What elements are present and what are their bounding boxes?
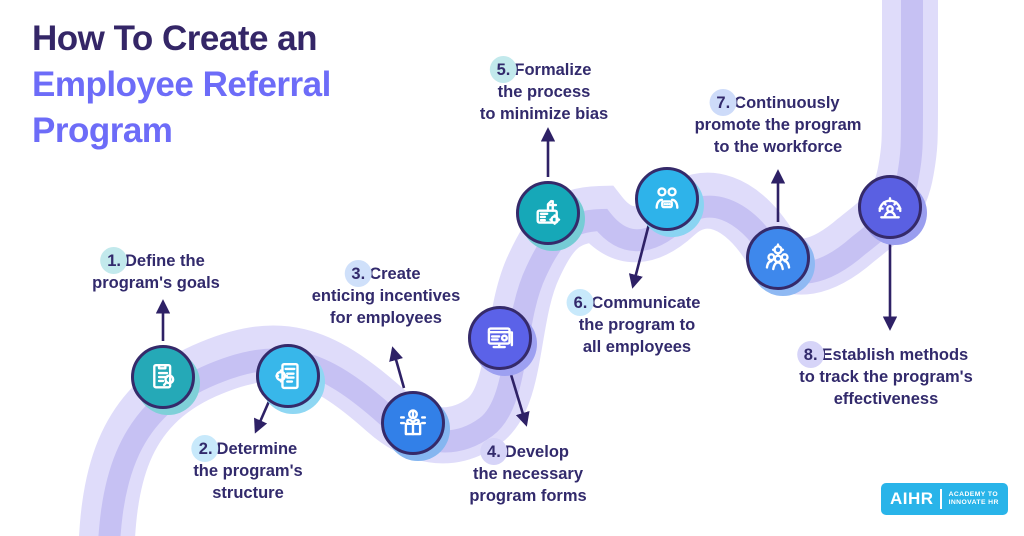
aihr-logo-brand: AIHR (890, 489, 934, 508)
step-2-number-badge: 2. (191, 435, 219, 462)
logo-divider (939, 489, 942, 509)
step-2-label: Determine (216, 440, 298, 458)
step-2-label-line3: structure (212, 484, 284, 502)
step-5-text: 5.Formalize the process to minimize bias (479, 56, 609, 125)
step-4-icon-circle (468, 306, 532, 370)
step-3-label-line2: enticing incentives (311, 287, 461, 305)
step-6-label: Communicate (591, 294, 701, 312)
process-tools-icon (536, 199, 561, 225)
arrow-step-6 (628, 223, 651, 289)
step-6-text: 6.Communicate the program to all employe… (566, 289, 701, 358)
step-5-icon-circle (516, 181, 580, 245)
tagline-line2: INNOVATE HR (948, 499, 999, 506)
step-3-icon-circle (381, 391, 445, 455)
step-3-label-line3: for employees (330, 309, 442, 327)
gift-incentive-icon (399, 409, 427, 436)
communication-icon (655, 187, 679, 209)
step-8-icon-circle (858, 175, 922, 239)
step-1-text: 1.Define the program's goals (92, 247, 220, 294)
step-2-text: 2.Determine the program's structure (191, 435, 303, 504)
step-8-label-line2: to track the program's (799, 368, 973, 386)
step-5-label-line3: to minimize bias (479, 105, 609, 123)
title-line-purple2: Program (32, 111, 173, 150)
step-3-label: Create (369, 265, 421, 283)
step-3-text: 3.Create enticing incentives for employe… (311, 260, 461, 329)
connector-arrows (155, 127, 898, 434)
step-4-label: Develop (504, 443, 569, 461)
step-6-number-badge: 6. (566, 289, 594, 316)
step-1-label: Define the (125, 252, 205, 270)
step-8-text: 8.Establish methods to track the program… (796, 341, 973, 410)
step-4-number-badge: 4. (480, 438, 507, 465)
team-promotion-icon (765, 243, 791, 271)
step-7-label-line2: promote the program (694, 116, 862, 134)
step-4-label-line3: program forms (469, 487, 587, 505)
step-8-label: Establish methods (821, 346, 969, 364)
step-4-text: 4.Develop the necessary program forms (469, 438, 587, 507)
step-7-number-badge: 7. (709, 89, 737, 116)
step-6-label-line3: all employees (582, 338, 692, 356)
step-5-label: Formalize (514, 61, 592, 79)
step-8-number-badge: 8. (796, 341, 824, 368)
step-2-label-line2: the program's (193, 462, 303, 480)
step-2-icon-circle (256, 344, 320, 408)
step-1-label-line2: program's goals (92, 274, 220, 292)
step-6-label-line2: the program to (578, 316, 696, 334)
step-3-number-badge: 3. (344, 260, 372, 287)
arrow-step-2 (254, 398, 272, 434)
step-6-icon-circle (635, 167, 699, 231)
title-line-purple1: Employee Referral (32, 65, 331, 104)
step-1-number-badge: 1. (100, 247, 127, 274)
tracking-gauge-icon (878, 197, 902, 219)
arrow-step-4 (507, 367, 530, 427)
step-7-label: Continuously (734, 94, 840, 112)
step-8-label-line3: effectiveness (833, 390, 939, 408)
step-1-icon-circle (131, 345, 195, 409)
aihr-logo: AIHR ACADEMY TO INNOVATE HR (881, 483, 1008, 515)
document-gear-icon (275, 362, 299, 390)
step-7-icon-circle (746, 226, 810, 290)
step-5-number-badge: 5. (489, 56, 517, 83)
arrow-step-3 (389, 346, 406, 389)
aihr-logo-tagline: ACADEMY TO INNOVATE HR (949, 491, 999, 508)
page-title: How To Create an Employee Referral Progr… (32, 16, 331, 154)
computer-forms-icon (487, 327, 514, 349)
title-line-dark: How To Create an (32, 19, 318, 58)
clipboard-search-icon (153, 363, 175, 389)
tagline-line1: ACADEMY TO (948, 490, 999, 498)
step-4-label-line2: the necessary (472, 465, 584, 483)
step-7-text: 7.Continuously promote the program to th… (694, 89, 862, 158)
step-5-label-line2: the process (497, 83, 591, 101)
step-7-label-line3: to the workforce (713, 138, 843, 156)
